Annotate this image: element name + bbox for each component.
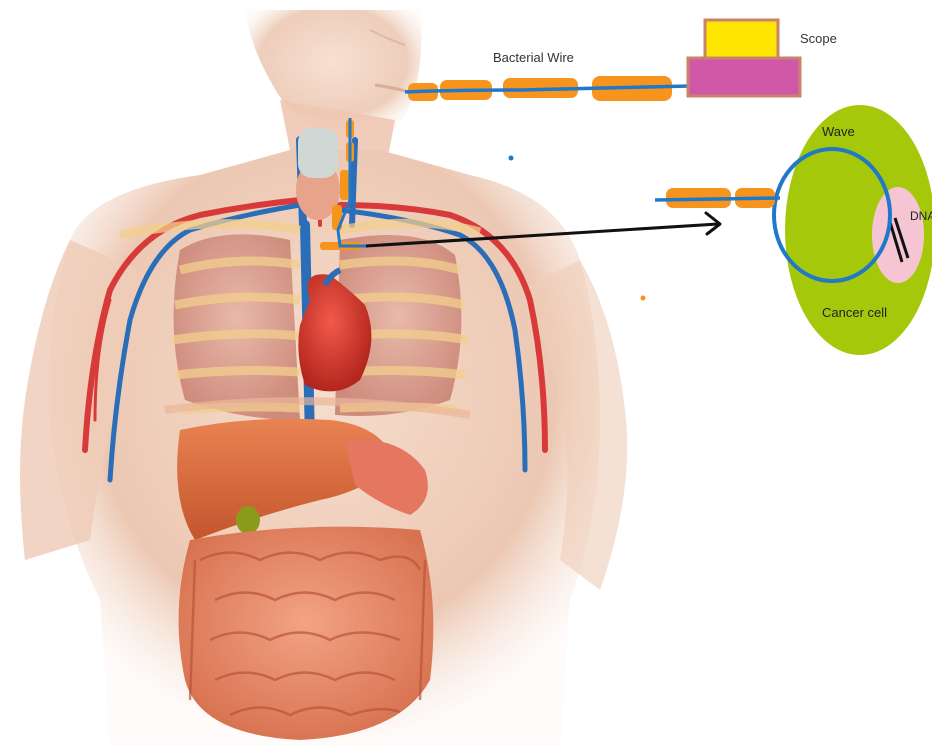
scope-top (705, 20, 778, 58)
scope-base (688, 58, 800, 96)
cancer-cell-zoom: Wave DNA Cancer cell (655, 105, 932, 355)
scope-label: Scope (800, 31, 837, 46)
gallbladder (236, 506, 260, 534)
scope-device: Scope (688, 20, 837, 96)
intestines (179, 527, 434, 740)
dot-orange (641, 296, 646, 301)
larynx (298, 128, 338, 178)
dna-label: DNA (910, 209, 932, 223)
bacterial-wire-label: Bacterial Wire (493, 50, 574, 65)
cell-nucleus (872, 187, 924, 283)
wave-label: Wave (822, 124, 855, 139)
bacterial-wire: Bacterial Wire (405, 50, 690, 101)
dot-blue (509, 156, 514, 161)
cancer-cell-label: Cancer cell (822, 305, 887, 320)
